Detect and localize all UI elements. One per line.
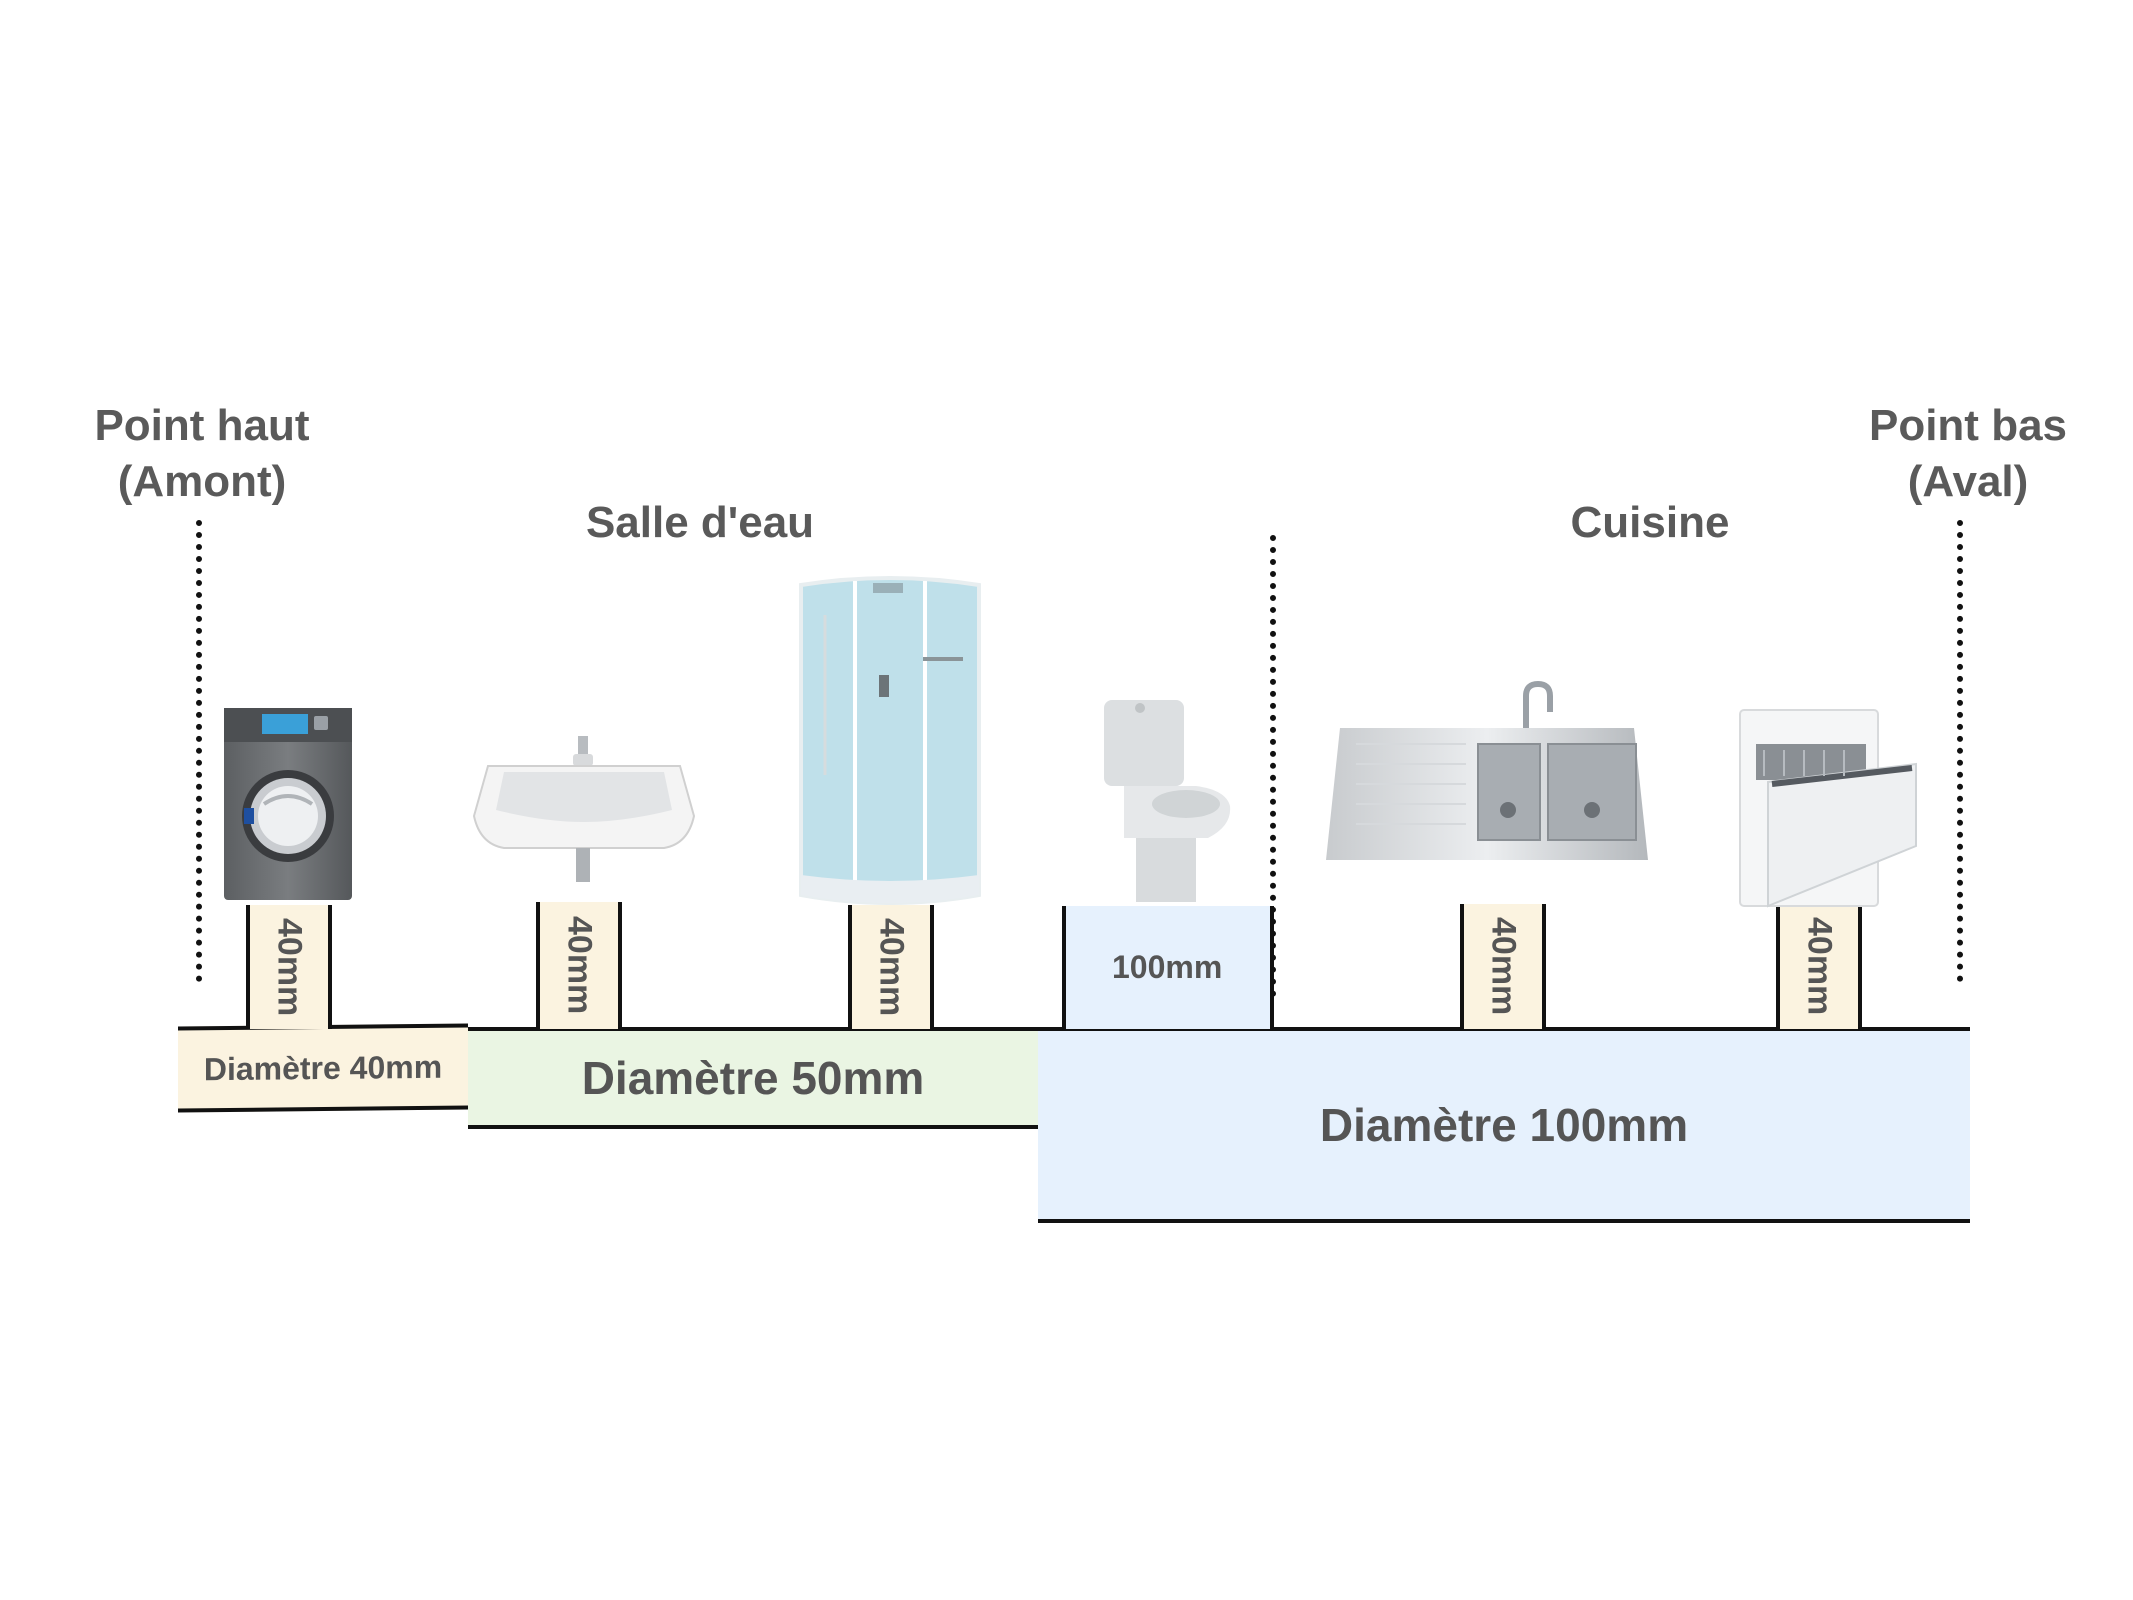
washing-machine-icon xyxy=(224,708,352,900)
point-bas-line2: (Aval) xyxy=(1907,457,2029,506)
drain-shower: 40mm xyxy=(848,905,934,1029)
point-haut-label: Point haut (Amont) xyxy=(52,398,352,510)
point-bas-line1: Point bas xyxy=(1868,401,2068,450)
drain-washer-label: 40mm xyxy=(270,917,309,1017)
drain-shower-label: 40mm xyxy=(872,917,911,1017)
room-divider-line xyxy=(1270,535,1276,997)
drain-washer: 40mm xyxy=(246,905,332,1029)
segment-diametre-50-label: Diamètre 50mm xyxy=(581,1052,925,1104)
drain-washbasin-label: 40mm xyxy=(560,916,599,1015)
washbasin-icon xyxy=(472,736,696,882)
amont-boundary-line xyxy=(196,520,202,982)
dishwasher-icon xyxy=(1739,709,1917,908)
segment-diametre-100: Diamètre 100mm xyxy=(1038,1027,1970,1223)
segment-diametre-50: Diamètre 50mm xyxy=(468,1027,1038,1129)
point-haut-line2: (Amont) xyxy=(117,457,287,506)
drain-dishwasher-label: 40mm xyxy=(1800,917,1839,1016)
toilet-icon xyxy=(1104,700,1231,902)
point-bas-label: Point bas (Aval) xyxy=(1818,398,2118,510)
aval-boundary-line xyxy=(1957,520,1963,982)
segment-diametre-40-label: Diamètre 40mm xyxy=(203,1048,443,1087)
drain-washbasin: 40mm xyxy=(536,902,622,1029)
drain-toilet-label: 100mm xyxy=(1112,949,1223,985)
point-haut-line1: Point haut xyxy=(94,401,310,450)
drain-sink: 40mm xyxy=(1460,904,1546,1029)
drain-toilet: 100mm xyxy=(1062,906,1274,1029)
cuisine-label: Cuisine xyxy=(1570,498,1730,547)
double-sink-icon xyxy=(1326,680,1648,860)
drain-sink-label: 40mm xyxy=(1484,917,1523,1016)
segment-diametre-40: Diamètre 40mm xyxy=(178,1023,468,1113)
drain-dishwasher: 40mm xyxy=(1776,904,1862,1029)
salle-deau-label: Salle d'eau xyxy=(585,498,815,547)
segment-diametre-100-label: Diamètre 100mm xyxy=(1319,1099,1689,1151)
shower-cabin-icon xyxy=(799,576,981,905)
